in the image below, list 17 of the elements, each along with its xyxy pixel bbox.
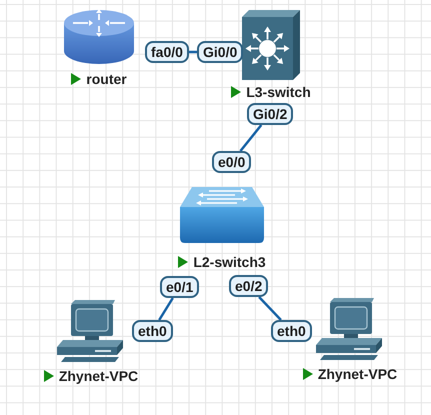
interface-label: eth0	[271, 320, 312, 342]
link-line	[239, 124, 262, 152]
device-name: Zhynet-VPC	[58, 368, 138, 384]
interface-label: fa0/0	[145, 41, 189, 63]
interface-label: Gi0/2	[247, 103, 294, 125]
device-name: L2-switch3	[193, 254, 266, 270]
device-name: Zhynet-VPC	[318, 366, 398, 382]
interface-label: eth0	[132, 320, 173, 342]
link-line	[188, 50, 197, 54]
interface-label: e0/2	[229, 275, 268, 297]
interface-label: e0/0	[212, 151, 252, 173]
device-name: router	[86, 71, 127, 87]
link-line	[158, 297, 174, 321]
link-line	[258, 296, 282, 321]
device-name: L3-switch	[246, 84, 311, 100]
interface-label: Gi0/0	[197, 41, 244, 63]
interface-label: e0/1	[160, 276, 200, 298]
